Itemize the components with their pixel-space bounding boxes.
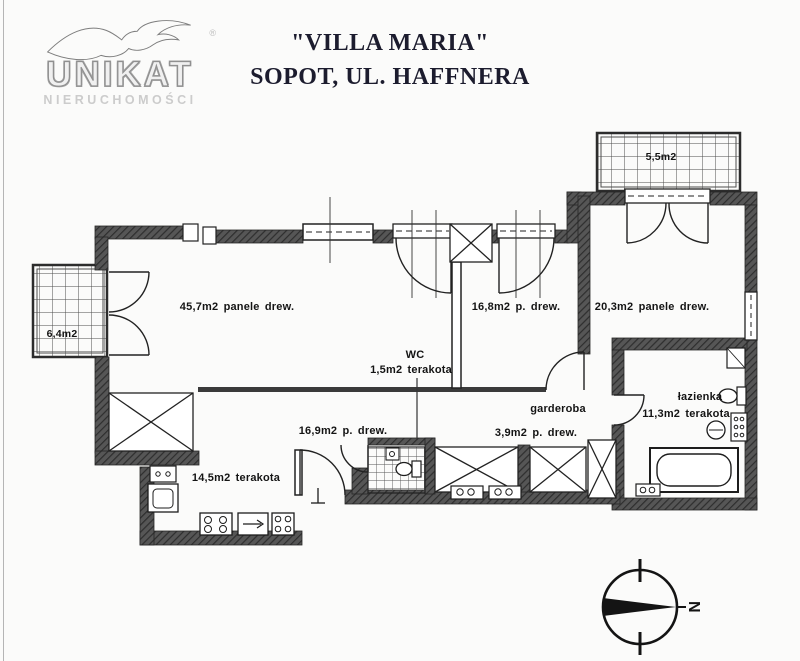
room-label-kitchen: 14,5m2 terakota <box>191 472 281 484</box>
compass-needle <box>603 598 676 616</box>
section-marks <box>329 197 541 440</box>
wc-fixtures <box>385 447 422 478</box>
seagull-icon <box>46 20 191 61</box>
bathroom-fixtures <box>649 347 748 493</box>
room-label-wc: 1,5m2 terakota <box>370 364 452 376</box>
room-label-center: 16,8m2 p. drew. <box>471 301 561 313</box>
plan-title: "VILLA MARIA" SOPOT, UL. HAFFNERA <box>222 30 558 91</box>
room-name-bathroom: łazienka <box>677 391 723 403</box>
room-label-balcony-left: 6,4m2 <box>46 328 78 340</box>
room-label-garderoba: 3,9m2 p. drew. <box>494 427 578 439</box>
wall-end-caps <box>182 223 217 245</box>
windows <box>302 188 758 341</box>
compass-rose: N <box>601 559 702 655</box>
logo-subtitle-text: NIERUCHOMOŚCI <box>43 92 197 107</box>
room-label-bathroom: 11,3m2 terakota <box>642 408 730 420</box>
ceiling-lamp-symbol <box>311 488 325 504</box>
balcony-left-grid <box>31 263 109 359</box>
room-label-living: 45,7m2 panele drew. <box>179 301 295 313</box>
scan-edge-line <box>3 0 4 661</box>
compass-north-label: N <box>685 601 702 613</box>
agency-logo: ® UNIKAT NIERUCHOMOŚCI <box>22 14 218 107</box>
logo-brand-text: UNIKAT <box>46 55 194 94</box>
registered-mark: ® <box>209 28 216 38</box>
room-label-hall: 16,9m2 p. drew. <box>298 425 388 437</box>
wardrobe-x-boxes <box>108 223 617 499</box>
room-name-wc: WC <box>405 349 425 361</box>
kitchen-fixtures <box>147 465 295 536</box>
room-name-garderoba: garderoba <box>530 403 586 415</box>
room-label-right: 20,3m2 panele drew. <box>594 301 710 313</box>
room-label-balcony-top: 5,5m2 <box>645 151 677 163</box>
radiators <box>450 483 661 500</box>
title-line-1: "VILLA MARIA" <box>291 30 489 56</box>
title-line-2: SOPOT, UL. HAFFNERA <box>250 64 530 90</box>
